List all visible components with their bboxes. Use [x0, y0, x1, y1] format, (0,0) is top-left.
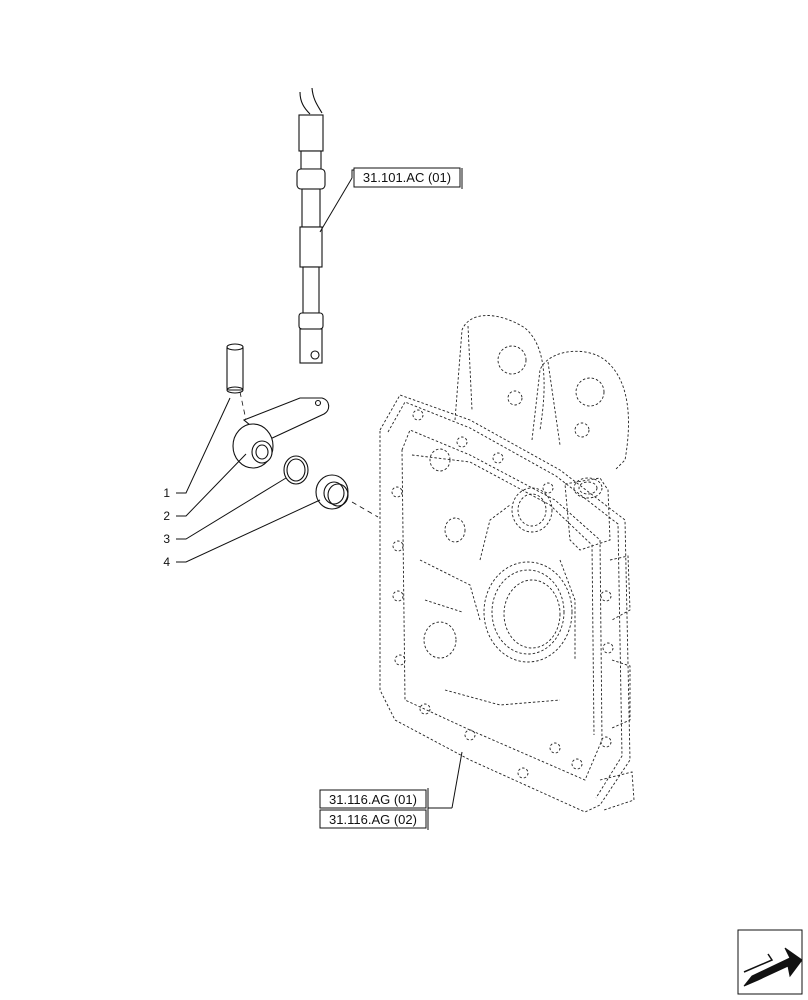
- transmission-housing: [379, 315, 635, 813]
- callout-leaders: [176, 397, 321, 563]
- callout-1: 1: [163, 486, 170, 500]
- part-1-pin: [226, 343, 244, 394]
- part-3-o-ring: [283, 455, 309, 485]
- ref-box-31-101-ac-01[interactable]: 31.101.AC (01): [319, 167, 463, 233]
- ref-label-31-101-ac-01: 31.101.AC (01): [363, 170, 451, 185]
- part-4-bushing: [315, 474, 349, 510]
- ref-box-31-116-ag-02[interactable]: 31.116.AG (02): [319, 809, 427, 829]
- callout-4: 4: [163, 555, 170, 569]
- shaft-assembly: [296, 87, 326, 364]
- ref-box-31-116-ag-01[interactable]: 31.116.AG (01): [319, 751, 463, 830]
- ref-label-31-116-ag-01: 31.116.AG (01): [329, 792, 417, 807]
- part-2-lever: [232, 397, 330, 469]
- callout-3: 3: [163, 532, 170, 546]
- callout-2: 2: [163, 509, 170, 523]
- ref-label-31-116-ag-02: 31.116.AG (02): [329, 812, 417, 827]
- next-page-arrow-icon[interactable]: [737, 929, 803, 995]
